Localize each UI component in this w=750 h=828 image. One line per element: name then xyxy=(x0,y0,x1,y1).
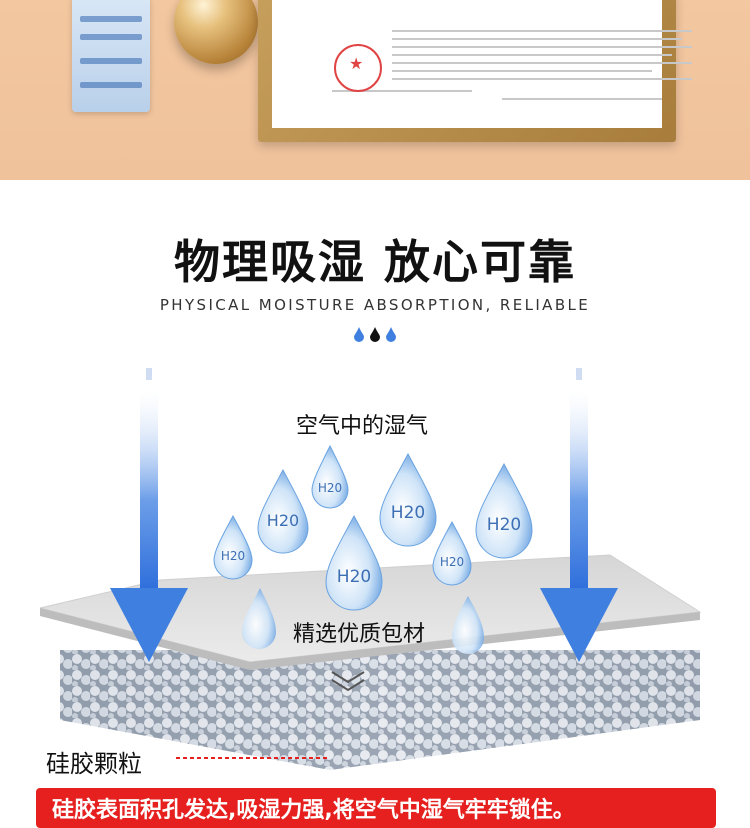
droplet-label: H20 xyxy=(440,555,464,569)
gold-sphere-image xyxy=(174,0,258,64)
page-subtitle: PHYSICAL MOISTURE ABSORPTION, RELIABLE xyxy=(159,296,591,314)
droplet-9 xyxy=(452,596,484,654)
certificate-paper: ★ xyxy=(272,0,692,128)
droplet-3: H20 xyxy=(379,452,437,547)
droplet-label: H20 xyxy=(267,511,299,530)
feature-banner-text: 硅胶表面积孔发达,吸湿力强,将空气中湿气牢牢锁住。 xyxy=(52,798,575,823)
page-title: 物理吸湿 放心可靠 xyxy=(173,235,576,289)
droplet-1: H20 xyxy=(311,444,349,509)
droplet-label: H20 xyxy=(391,503,425,523)
right-arrow xyxy=(540,368,618,662)
droplet-label: H20 xyxy=(318,481,342,495)
left-arrow xyxy=(110,368,188,662)
silica-gel-label: 硅胶颗粒 xyxy=(46,750,142,778)
droplet-7: H20 xyxy=(432,520,472,586)
packaging-label: 精选优质包材 xyxy=(293,622,426,647)
droplet-label: H20 xyxy=(337,567,371,587)
top-banner: ★ xyxy=(0,0,750,180)
certificate-frame: ★ xyxy=(258,0,692,142)
feature-banner: 硅胶表面积孔发达,吸湿力强,将空气中湿气牢牢锁住。 xyxy=(36,788,716,828)
droplet-5: H20 xyxy=(213,514,253,580)
absorption-diagram: H20 H20 H20 H20 H20 H20 H20 xyxy=(39,368,702,770)
red-seal-icon xyxy=(334,44,382,92)
product-pack-image xyxy=(72,0,150,112)
droplet-label: H20 xyxy=(487,515,521,535)
droplet-label: H20 xyxy=(221,549,245,563)
water-drops-icon xyxy=(354,327,396,342)
air-moisture-label: 空气中的湿气 xyxy=(296,414,429,439)
droplet-4: H20 xyxy=(475,462,533,559)
droplet-6: H20 xyxy=(325,514,383,611)
chevron-down-icon xyxy=(331,671,365,692)
droplet-8 xyxy=(242,588,276,649)
droplet-2: H20 xyxy=(257,468,309,554)
star-icon: ★ xyxy=(349,54,364,73)
